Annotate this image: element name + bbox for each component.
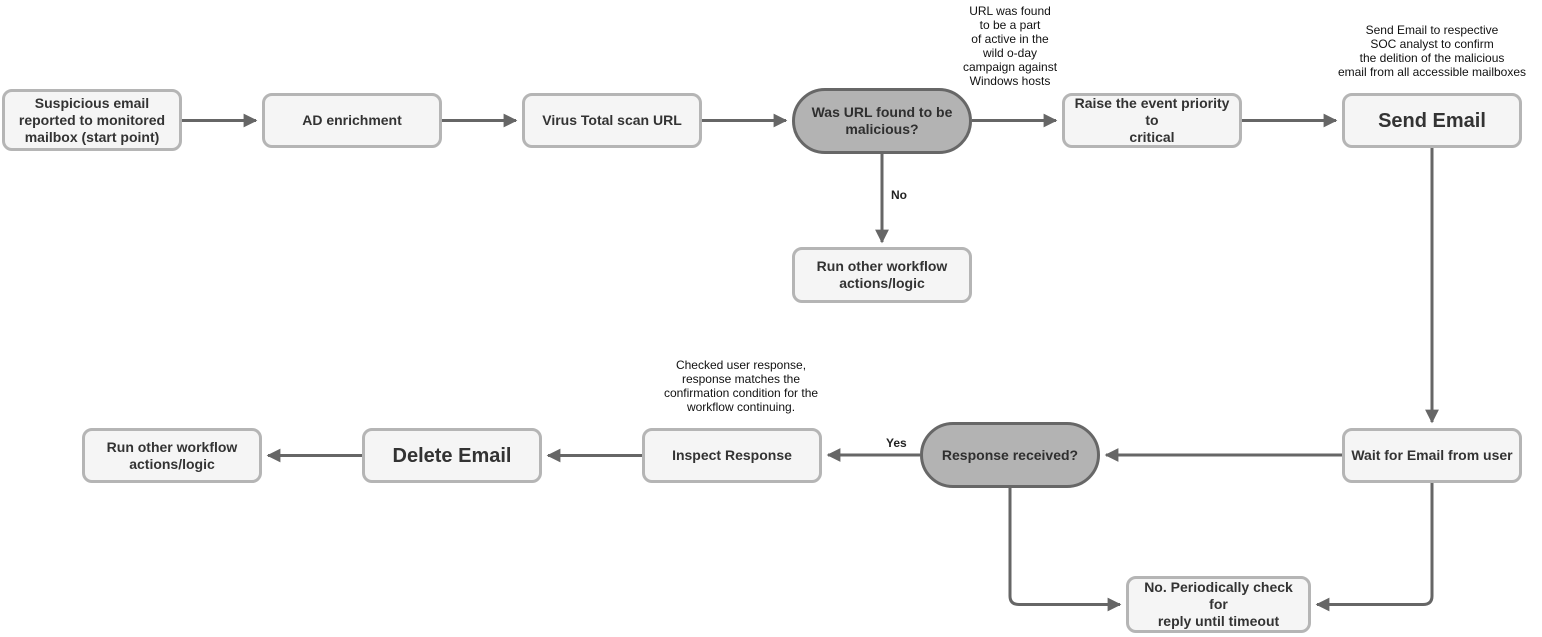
node-response-received-decision[interactable]: Response received?	[920, 422, 1100, 488]
node-run-other-workflow-mid[interactable]: Run other workflow actions/logic	[792, 247, 972, 303]
edge-label-no: No	[889, 188, 909, 202]
arrow-decision2-to-periodic	[1008, 488, 1122, 612]
node-ad-enrichment[interactable]: AD enrichment	[262, 93, 442, 148]
node-delete-email[interactable]: Delete Email	[362, 428, 542, 483]
node-url-malicious-decision[interactable]: Was URL found to be malicious?	[792, 88, 972, 154]
node-send-email[interactable]: Send Email	[1342, 93, 1522, 148]
arrow-wait-to-periodic	[1315, 483, 1434, 612]
annotation-zero-day-note: URL was found to be a part of active in …	[962, 4, 1058, 88]
node-inspect-response[interactable]: Inspect Response	[642, 428, 822, 483]
node-raise-priority[interactable]: Raise the event priority to critical	[1062, 93, 1242, 148]
annotation-send-email-note: Send Email to respective SOC analyst to …	[1337, 23, 1527, 79]
annotation-checked-response-note: Checked user response, response matches …	[663, 358, 819, 414]
node-wait-for-email[interactable]: Wait for Email from user	[1342, 428, 1522, 483]
edge-label-yes: Yes	[884, 436, 909, 450]
node-periodic-check[interactable]: No. Periodically check for reply until t…	[1126, 576, 1311, 633]
node-virustotal-scan[interactable]: Virus Total scan URL	[522, 93, 702, 148]
node-run-other-workflow-left[interactable]: Run other workflow actions/logic	[82, 428, 262, 483]
node-start[interactable]: Suspicious email reported to monitored m…	[2, 89, 182, 151]
